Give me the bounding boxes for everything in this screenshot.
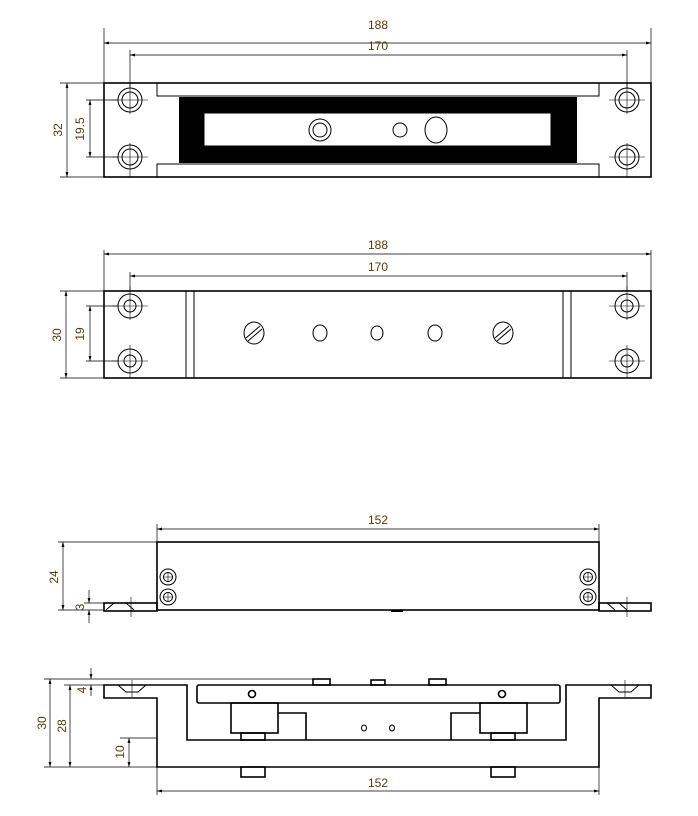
mount-hole-icon (112, 286, 645, 378)
dim-30: 30 (50, 328, 64, 342)
dim-30: 30 (35, 716, 49, 730)
dim-4: 4 (75, 686, 89, 693)
dim-152: 152 (368, 776, 388, 790)
dim-10: 10 (113, 745, 127, 759)
side-view: 152 24 3 (47, 513, 652, 623)
dim-152: 152 (368, 513, 388, 527)
dim-28: 28 (55, 719, 69, 733)
dim-32: 32 (51, 123, 65, 137)
top-view: 188 170 32 19.5 (51, 18, 652, 178)
screw-icon (243, 321, 514, 345)
dim-3: 3 (73, 603, 87, 610)
section-view: 30 28 4 10 152 (35, 668, 652, 795)
screw-icon (159, 568, 597, 606)
dim-188: 188 (368, 18, 388, 32)
dim-170: 170 (368, 39, 388, 53)
dim-188: 188 (368, 238, 388, 252)
dim-19-5: 19.5 (73, 117, 87, 141)
dim-170: 170 (368, 260, 388, 274)
dim-24: 24 (47, 570, 61, 584)
dim-19: 19 (73, 327, 87, 341)
front-view: 188 170 30 19 (50, 238, 652, 379)
